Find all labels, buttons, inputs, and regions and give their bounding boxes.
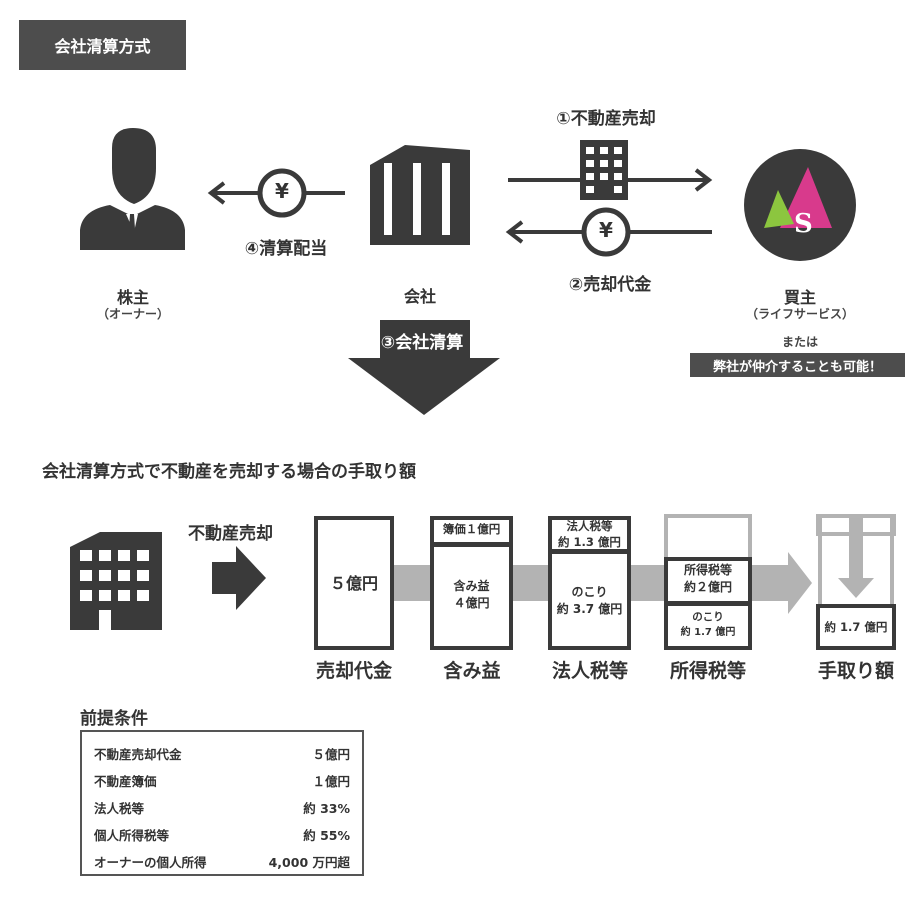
income-tax-label: 所得税等 xyxy=(669,660,746,682)
net-proceeds-value: 約 1.7 億円 xyxy=(824,620,888,634)
income-tax-text1: 所得税等 xyxy=(683,563,732,577)
sale-flow-arrow xyxy=(212,546,266,610)
yen-symbol-right: ¥ xyxy=(599,218,613,242)
or-text: または xyxy=(781,335,818,349)
shareholder-label: 株主 xyxy=(116,288,149,307)
condition-label: 不動産売却代金 xyxy=(94,747,182,762)
condition-row: 法人税等 約 33% xyxy=(94,794,350,821)
step2-label: ②売却代金 xyxy=(568,275,652,295)
company-label: 会社 xyxy=(403,287,436,306)
proceeds-label: 売却代金 xyxy=(315,660,392,682)
condition-value: 4,000 万円超 xyxy=(268,855,350,870)
sale-arrow xyxy=(508,140,713,200)
condition-label: 法人税等 xyxy=(94,801,145,816)
unrealized-gain-box xyxy=(430,543,513,650)
step1-label: ①不動産売却 xyxy=(556,109,656,129)
page-title: 会社清算方式 xyxy=(19,20,186,70)
corporate-tax-box xyxy=(548,516,631,553)
conditions-table: 不動産売却代金 ５億円 不動産簿価 １億円 法人税等 約 33% 個人所得税等 … xyxy=(80,730,364,876)
dividend-arrow xyxy=(207,168,345,218)
net-proceeds-label: 手取り額 xyxy=(817,660,894,682)
buyer-sub-label: （ライフサービス） xyxy=(745,307,854,321)
condition-value: 約 55% xyxy=(303,828,350,843)
after-corporate-tax-text2: 約 3.7 億円 xyxy=(556,602,623,616)
property-building-icon xyxy=(70,532,162,630)
unrealized-gain-text1: 含み益 xyxy=(453,579,490,593)
condition-value: ５億円 xyxy=(312,747,350,762)
corporate-tax-text2: 約 1.3 億円 xyxy=(558,535,621,549)
after-income-tax-text2: 約 1.7 億円 xyxy=(680,627,736,638)
svg-text:S: S xyxy=(794,209,813,239)
unrealized-gain-text2: ４億円 xyxy=(453,596,490,610)
income-tax-text2: 約２億円 xyxy=(683,580,732,594)
step4-label: ④清算配当 xyxy=(244,239,328,259)
after-income-tax-text1: のこり xyxy=(692,611,724,623)
payment-arrow xyxy=(505,207,712,257)
proceeds-value: ５億円 xyxy=(329,574,378,593)
after-corporate-tax-box xyxy=(548,550,631,650)
income-tax-box xyxy=(664,557,752,605)
condition-row: 個人所得税等 約 55% xyxy=(94,821,350,848)
liquidation-down-arrow xyxy=(348,320,500,415)
company-building-icon xyxy=(370,145,470,245)
after-income-tax-box xyxy=(664,602,752,650)
conditions-title: 前提条件 xyxy=(80,709,148,729)
section-heading: 会社清算方式で不動産を売却する場合の手取り額 xyxy=(42,462,416,482)
after-corporate-tax-text1: のこり xyxy=(571,585,608,599)
brokerage-note: 弊社が仲介することも可能！ xyxy=(690,353,905,377)
step3-label: ③会社清算 xyxy=(380,333,464,353)
buyer-logo-icon: S xyxy=(744,149,856,261)
shareholder-sub-label: （オーナー） xyxy=(96,307,169,321)
shareholder-icon xyxy=(80,128,185,250)
book-value-text: 簿価１億円 xyxy=(442,522,501,536)
corporate-tax-text1: 法人税等 xyxy=(566,519,613,533)
condition-row: オーナーの個人所得 4,000 万円超 xyxy=(94,848,350,875)
net-proceeds-box xyxy=(816,604,896,650)
flow-band-arrowhead xyxy=(788,552,812,614)
unrealized-gain-label: 含み益 xyxy=(443,660,501,682)
sale-label: 不動産売却 xyxy=(188,524,273,544)
condition-value: １億円 xyxy=(312,774,350,789)
condition-label: 個人所得税等 xyxy=(94,828,170,843)
corporate-tax-label: 法人税等 xyxy=(551,660,628,682)
proceeds-box xyxy=(314,516,394,650)
condition-row: 不動産売却代金 ５億円 xyxy=(94,740,350,767)
yen-symbol-left: ¥ xyxy=(275,179,289,203)
buyer-label: 買主 xyxy=(783,288,816,307)
condition-value: 約 33% xyxy=(303,801,350,816)
condition-label: 不動産簿価 xyxy=(94,774,157,789)
condition-row: 不動産簿価 １億円 xyxy=(94,767,350,794)
scheme-graphics: S xyxy=(80,128,856,415)
condition-label: オーナーの個人所得 xyxy=(94,855,207,870)
